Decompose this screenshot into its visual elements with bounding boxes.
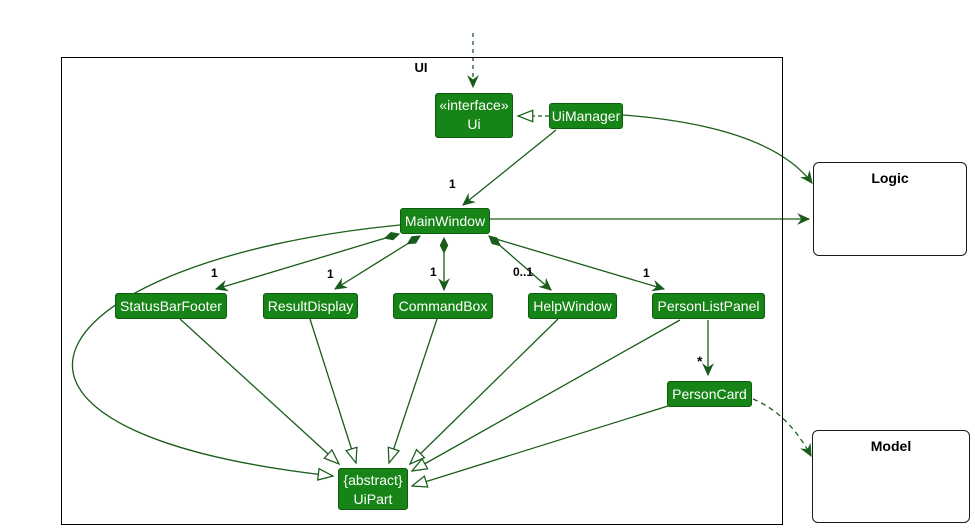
edge-personcard-to-model-dashed	[752, 398, 812, 458]
multiplicity-statusbarfooter: 1	[211, 266, 218, 280]
multiplicity-uimanager-mainwindow: 1	[449, 177, 456, 191]
class-ui-name: Ui	[467, 116, 481, 132]
class-uipart-stereotype: {abstract}	[343, 472, 403, 488]
component-model: Model	[812, 430, 970, 523]
edge-mainwindow-to-helpwindow	[488, 235, 552, 291]
class-ui-interface: «interface» Ui	[435, 93, 513, 138]
component-model-label: Model	[870, 438, 912, 454]
class-personlistpanel: PersonListPanel	[652, 293, 765, 319]
class-personcard: PersonCard	[667, 381, 752, 407]
class-ui-stereotype: «interface»	[439, 97, 509, 113]
class-mainwindow: MainWindow	[400, 208, 490, 234]
component-logic: Logic	[813, 162, 967, 256]
class-uimanager: UiManager	[549, 103, 623, 129]
edge-personcard-extends-uipart	[412, 405, 669, 486]
component-logic-label: Logic	[871, 170, 909, 186]
edge-statusbarfooter-extends-uipart	[179, 318, 339, 464]
edge-mainwindow-extends-uipart	[71, 224, 401, 476]
class-uipart: {abstract} UiPart	[338, 468, 408, 510]
edge-mainwindow-to-personlistpanel	[495, 238, 666, 292]
edge-uimanager-to-mainwindow	[462, 129, 557, 206]
edge-mainwindow-to-resultdisplay	[333, 235, 421, 290]
edge-helpwindow-extends-uipart	[410, 318, 559, 464]
edge-uimanager-to-logic	[622, 114, 813, 184]
class-resultdisplay: ResultDisplay	[263, 293, 358, 319]
class-uipart-name: UiPart	[353, 491, 393, 507]
multiplicity-personcard: *	[697, 353, 703, 369]
multiplicity-helpwindow: 0..1	[513, 265, 534, 279]
multiplicity-personlistpanel: 1	[643, 266, 650, 280]
multiplicity-commandbox: 1	[430, 265, 437, 279]
class-commandbox: CommandBox	[393, 293, 493, 319]
edge-commandbox-extends-uipart	[389, 318, 438, 463]
multiplicity-resultdisplay: 1	[327, 267, 334, 281]
edge-personlistpanel-extends-uipart	[412, 319, 681, 471]
class-statusbarfooter: StatusBarFooter	[115, 293, 227, 319]
ui-package-label: UI	[414, 60, 428, 75]
class-helpwindow: HelpWindow	[528, 293, 617, 319]
ui-package-frame	[61, 57, 783, 525]
edge-resultdisplay-extends-uipart	[309, 318, 356, 463]
